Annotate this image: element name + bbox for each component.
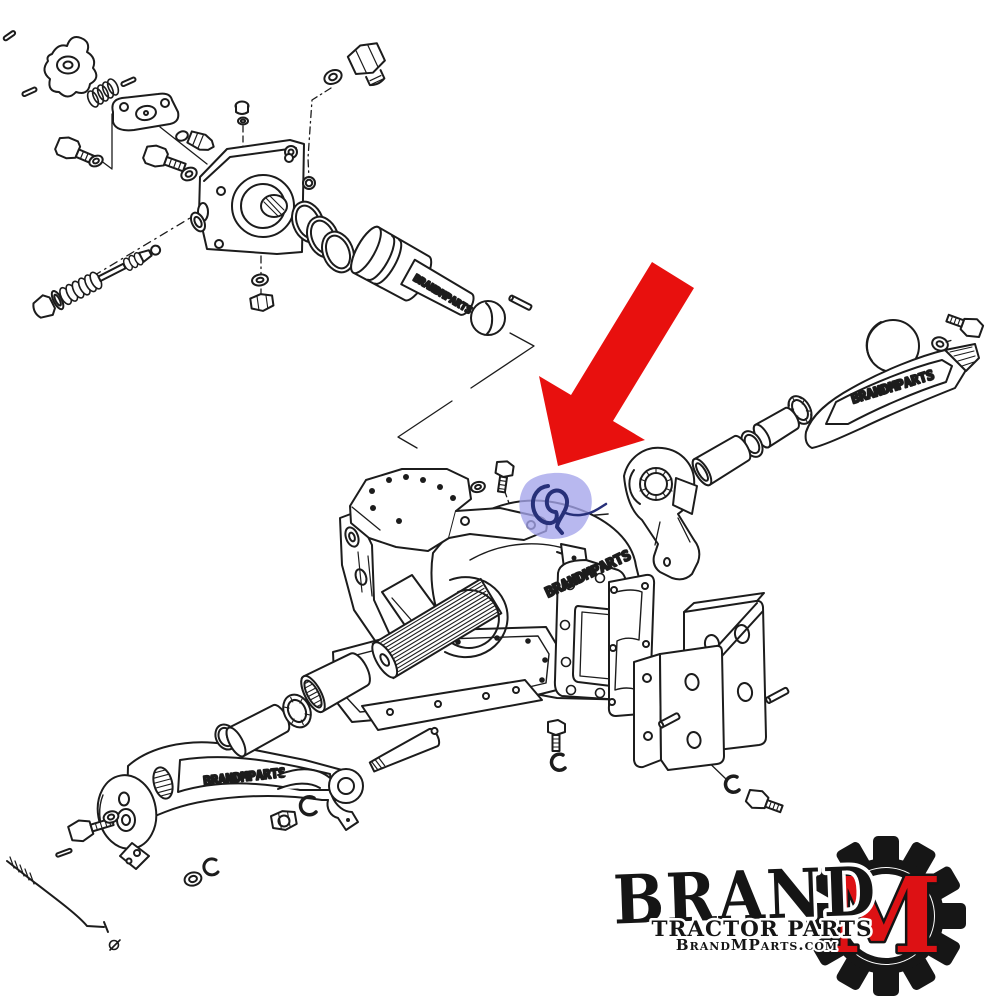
washer <box>180 166 198 182</box>
bushing-cylinder <box>691 434 752 487</box>
small-pin <box>2 30 17 42</box>
castle-nut <box>269 810 298 831</box>
washer <box>183 871 203 887</box>
right-lift-arm <box>804 343 980 449</box>
housing-bore-rim <box>444 576 509 659</box>
piston-rings <box>291 200 355 274</box>
leveling-rod <box>6 856 121 951</box>
housing-bore-rim-inner <box>451 589 500 650</box>
e-clip <box>298 795 318 817</box>
dowel-pin <box>508 294 533 311</box>
o-ring-small <box>304 178 314 188</box>
hex-nut <box>249 293 275 312</box>
red-arrow <box>539 262 694 466</box>
ball-seam <box>485 302 494 335</box>
gear-ring <box>838 868 934 964</box>
flange-plate <box>111 92 180 132</box>
splined-hub <box>152 766 174 800</box>
line-art: BRANDMPARTS BRANDMPARTS <box>2 30 985 996</box>
logo-tagline: TRACTOR PARTS <box>651 917 872 942</box>
rockshaft-crank-arm <box>623 446 701 581</box>
cover-gasket <box>361 679 543 731</box>
clevis-pin <box>765 686 790 704</box>
hex-bolt <box>744 789 784 814</box>
hex-bolt-vertical <box>494 460 515 494</box>
piston-subassembly: BRANDMPARTS <box>291 42 533 336</box>
washer <box>251 273 269 287</box>
washer <box>88 154 104 168</box>
right-lift-arm-assembly: BRANDMPARTS <box>804 313 985 449</box>
bracket-bolt-holes <box>369 474 456 524</box>
small-spring <box>86 78 120 108</box>
highlight-blob <box>519 472 592 539</box>
handwheel-knob <box>43 36 98 98</box>
roll-pin <box>21 86 38 98</box>
hex-bolt <box>945 313 985 338</box>
plug-cap <box>234 100 250 126</box>
hex-bolt <box>142 144 187 173</box>
splined-sleeve <box>300 652 371 714</box>
washer <box>323 68 343 86</box>
brand-m-logo: M BRAND TRACTOR PARTS BrandMParts.com <box>608 836 966 996</box>
washer <box>470 480 486 494</box>
disc-plate <box>96 774 158 870</box>
channel-web <box>715 602 764 657</box>
valve-fitting <box>186 130 215 151</box>
bushing-cylinder <box>225 703 291 758</box>
highlighted-hook-clip <box>530 484 608 535</box>
logo-m: M <box>826 854 941 977</box>
clevis-pin-large <box>368 726 441 773</box>
hanger-side-tab <box>633 653 662 769</box>
piston-rod <box>400 258 475 316</box>
washer <box>189 211 207 233</box>
relief-valve-spring-assembly <box>32 244 162 319</box>
lift-cover-housing: BRANDMPARTS <box>332 460 641 772</box>
left-lift-arm-assembly: BRANDMPARTS <box>6 652 441 951</box>
lower-link <box>277 768 364 831</box>
e-clip <box>549 752 567 772</box>
lock-washer <box>931 336 952 352</box>
hex-bolt <box>67 817 115 843</box>
hex-plug <box>346 42 386 87</box>
logo-website: BrandMParts.com <box>676 936 838 954</box>
snap-clip <box>202 857 220 877</box>
washer <box>175 130 189 142</box>
splined-rockshaft <box>371 577 503 680</box>
roll-pin <box>120 76 137 88</box>
drain-bolt <box>547 719 566 752</box>
clevis-pin <box>658 712 681 729</box>
e-clip <box>723 774 741 794</box>
logo-brand-text: BRAND <box>612 852 879 940</box>
hanger-front-plate <box>659 644 725 771</box>
valve-body <box>197 139 305 255</box>
sealing-ring <box>282 693 312 729</box>
arm-bushing-chain <box>214 652 371 758</box>
small-pin <box>55 847 73 858</box>
rockshaft-bushings <box>691 395 813 487</box>
valve-cover-assembly <box>2 30 316 319</box>
hanger-plates-assembly <box>607 573 790 814</box>
round-plate-line <box>865 321 882 362</box>
rod-ball-end <box>470 300 506 336</box>
washer <box>102 810 120 824</box>
